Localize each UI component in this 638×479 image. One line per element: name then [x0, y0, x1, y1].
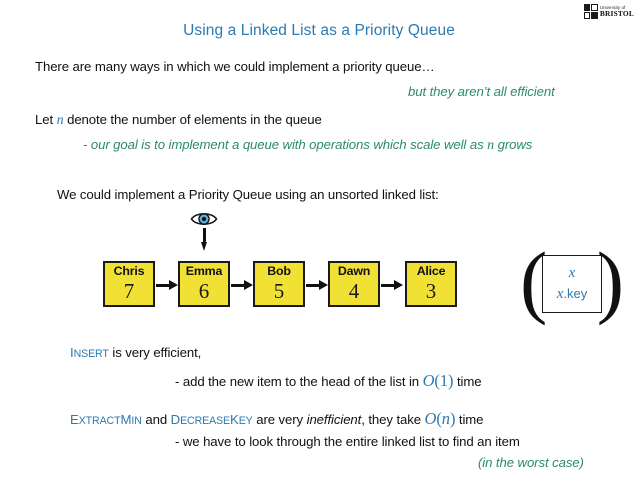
- decreasekey-cap1: D: [170, 412, 181, 427]
- big-o-n: O(n): [425, 409, 456, 428]
- body-line-3: Let n denote the number of elements in t…: [35, 112, 322, 129]
- bristol-crest-icon: [584, 4, 598, 19]
- link-arrow-0: [156, 280, 178, 291]
- insert-detail-post: time: [453, 374, 482, 389]
- link-arrow-1: [231, 280, 253, 291]
- list-node-0: Chris 7: [103, 261, 155, 307]
- decreasekey-label: DECREASEKEY: [171, 412, 253, 427]
- goal-text-post: grows: [494, 137, 533, 152]
- node-name: Bob: [267, 264, 291, 278]
- big-o-n-close: ): [449, 409, 456, 428]
- body-line-1: There are many ways in which we could im…: [35, 59, 435, 74]
- ops-detail-line: - we have to look through the entire lin…: [175, 434, 520, 449]
- legend-key-suffix: .key: [563, 286, 588, 301]
- body-line-5: We could implement a Priority Queue usin…: [57, 187, 439, 202]
- link-arrow-2: [306, 280, 328, 291]
- list-node-3: Dawn 4: [328, 261, 380, 307]
- big-o-n-symbol: O: [424, 409, 437, 428]
- eye-pointer-group: [190, 210, 218, 254]
- legend-key-label: x.key: [557, 283, 588, 305]
- node-key: 6: [198, 279, 210, 303]
- ops-mid: are very: [252, 412, 307, 427]
- extract-decrease-line: EXTRACTMIN and DECREASEKEY are very inef…: [70, 409, 484, 429]
- node-name: Emma: [185, 264, 223, 278]
- big-o-1-arg: 1: [439, 371, 448, 390]
- extractmin-cap2: M: [120, 412, 132, 427]
- slide-title: Using a Linked List as a Priority Queue: [183, 22, 455, 39]
- eye-icon: [190, 212, 218, 226]
- big-o-1-close: ): [447, 371, 454, 390]
- down-arrow-icon: [201, 228, 207, 254]
- list-node-1: Emma 6: [178, 261, 230, 307]
- math-var-n-teal: n: [487, 138, 495, 153]
- node-key: 3: [425, 279, 437, 303]
- big-o-1-symbol: O: [422, 371, 435, 390]
- math-var-n: n: [56, 113, 64, 128]
- ops-italic: inefficient: [306, 412, 362, 427]
- big-o-1-open: (: [434, 371, 440, 390]
- insert-detail-pre: - add the new item to the head of the li…: [175, 374, 423, 389]
- insert-detail-line: - add the new item to the head of the li…: [175, 371, 482, 391]
- insert-tail: is very efficient,: [108, 345, 202, 360]
- logo-line-1: University of: [599, 4, 626, 10]
- decreasekey-cap2: K: [230, 412, 239, 427]
- ops-tail: time: [455, 412, 484, 427]
- university-of-bristol-logo: University of BRISTOL: [584, 3, 634, 20]
- insert-line: INSERT is very efficient,: [70, 345, 201, 360]
- decreasekey-rest1: ECREASE: [180, 415, 230, 427]
- insert-label: INSERT: [70, 345, 109, 360]
- body-line-2-italic: but they aren’t all efficient: [408, 84, 555, 99]
- node-legend: ( x x.key ): [520, 240, 624, 322]
- insert-cap: I: [70, 345, 74, 360]
- node-key: 7: [123, 279, 135, 303]
- ops-after: , they take: [361, 412, 425, 427]
- insert-rest: NSERT: [73, 348, 109, 360]
- link-arrow-3: [381, 280, 403, 291]
- worst-case-note: (in the worst case): [478, 455, 584, 470]
- legend-box: x x.key: [542, 255, 602, 313]
- node-name: Alice: [416, 264, 446, 278]
- body-line-3-pre: Let: [35, 112, 57, 127]
- logo-line-2: BRISTOL: [599, 9, 634, 18]
- extractmin-rest1: XTRACT: [78, 415, 121, 427]
- big-o-1: O(1): [423, 371, 454, 390]
- decreasekey-rest2: EY: [238, 415, 253, 427]
- list-node-2: Bob 5: [253, 261, 305, 307]
- extractmin-rest2: IN: [131, 415, 142, 427]
- and-text: and: [141, 412, 171, 427]
- legend-paren-right: ): [596, 235, 624, 326]
- big-o-n-open: (: [436, 409, 442, 428]
- body-line-3-post: denote the number of elements in the que…: [63, 112, 322, 127]
- node-name: Chris: [113, 264, 145, 278]
- node-name: Dawn: [337, 264, 371, 278]
- node-key: 5: [273, 279, 285, 303]
- node-key: 4: [348, 279, 360, 303]
- legend-x-label: x: [568, 265, 576, 281]
- big-o-n-arg: n: [441, 409, 450, 428]
- extractmin-label: EXTRACTMIN: [70, 412, 142, 427]
- list-node-4: Alice 3: [405, 261, 457, 307]
- body-line-4-goal: - our goal is to implement a queue with …: [83, 137, 532, 154]
- logo-wordmark: University of BRISTOL: [599, 4, 634, 18]
- extractmin-cap1: E: [70, 412, 79, 427]
- legend-key-var: x: [556, 286, 564, 302]
- goal-text-pre: - our goal is to implement a queue with …: [83, 137, 488, 152]
